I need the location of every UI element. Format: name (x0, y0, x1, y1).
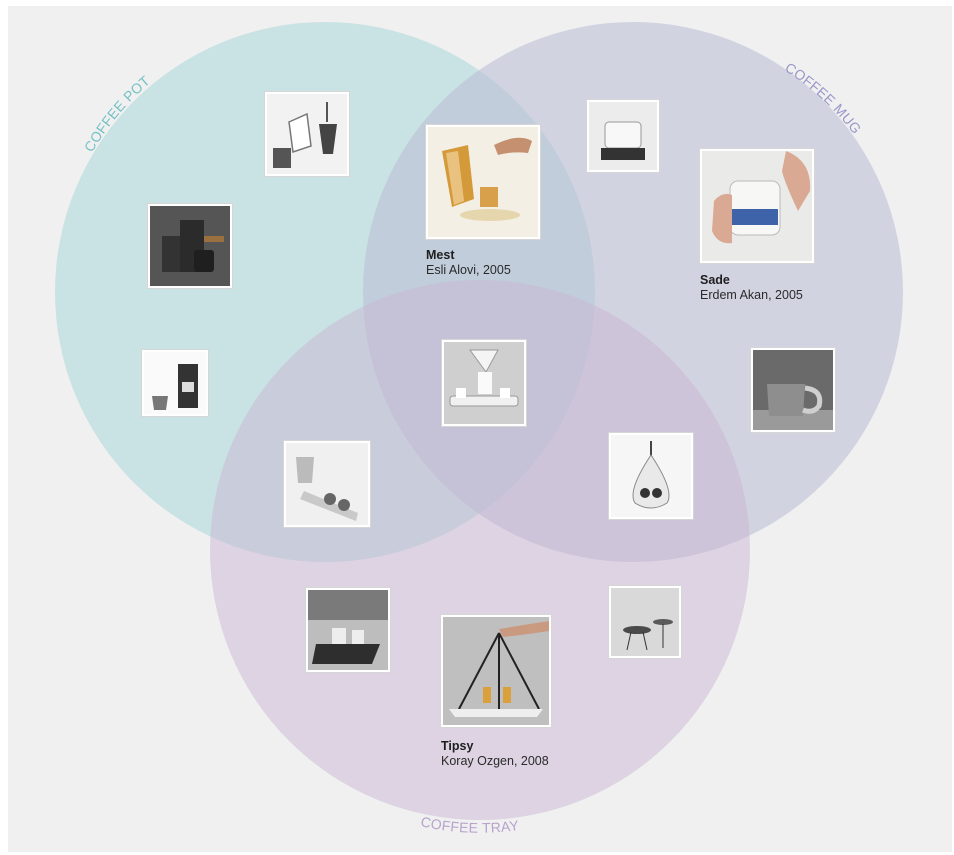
handled-cup-photo (751, 348, 835, 432)
caption-tipsy-author: Koray Ozgen, 2008 (441, 754, 549, 768)
caption-sade-author: Erdem Akan, 2005 (700, 288, 803, 302)
caption-sade-name: Sade (700, 273, 730, 287)
caption-mest: Mest Esli Alovi, 2005 (426, 248, 511, 278)
pour-over-photo (265, 92, 349, 176)
caption-sade: Sade Erdem Akan, 2005 (700, 273, 803, 303)
sade-mug-photo (700, 149, 814, 263)
tipsy-tray-photo (441, 615, 551, 727)
coffee-machine-photo (142, 350, 208, 416)
pear-cruet-photo (609, 433, 693, 519)
caption-tipsy-name: Tipsy (441, 739, 474, 753)
mug-on-stand-photo (587, 100, 659, 172)
espresso-maker-photo (148, 204, 232, 288)
caption-mest-author: Esli Alovi, 2005 (426, 263, 511, 277)
side-tables-photo (609, 586, 681, 658)
caption-mest-name: Mest (426, 248, 455, 262)
serving-tray-photo (306, 588, 390, 672)
pot-and-tray-set-photo (442, 340, 526, 426)
mest-pot-photo (426, 125, 540, 239)
caption-tipsy: Tipsy Koray Ozgen, 2008 (441, 739, 549, 769)
circle-coffee-tray (210, 280, 750, 820)
pot-on-tray-photo (284, 441, 370, 527)
